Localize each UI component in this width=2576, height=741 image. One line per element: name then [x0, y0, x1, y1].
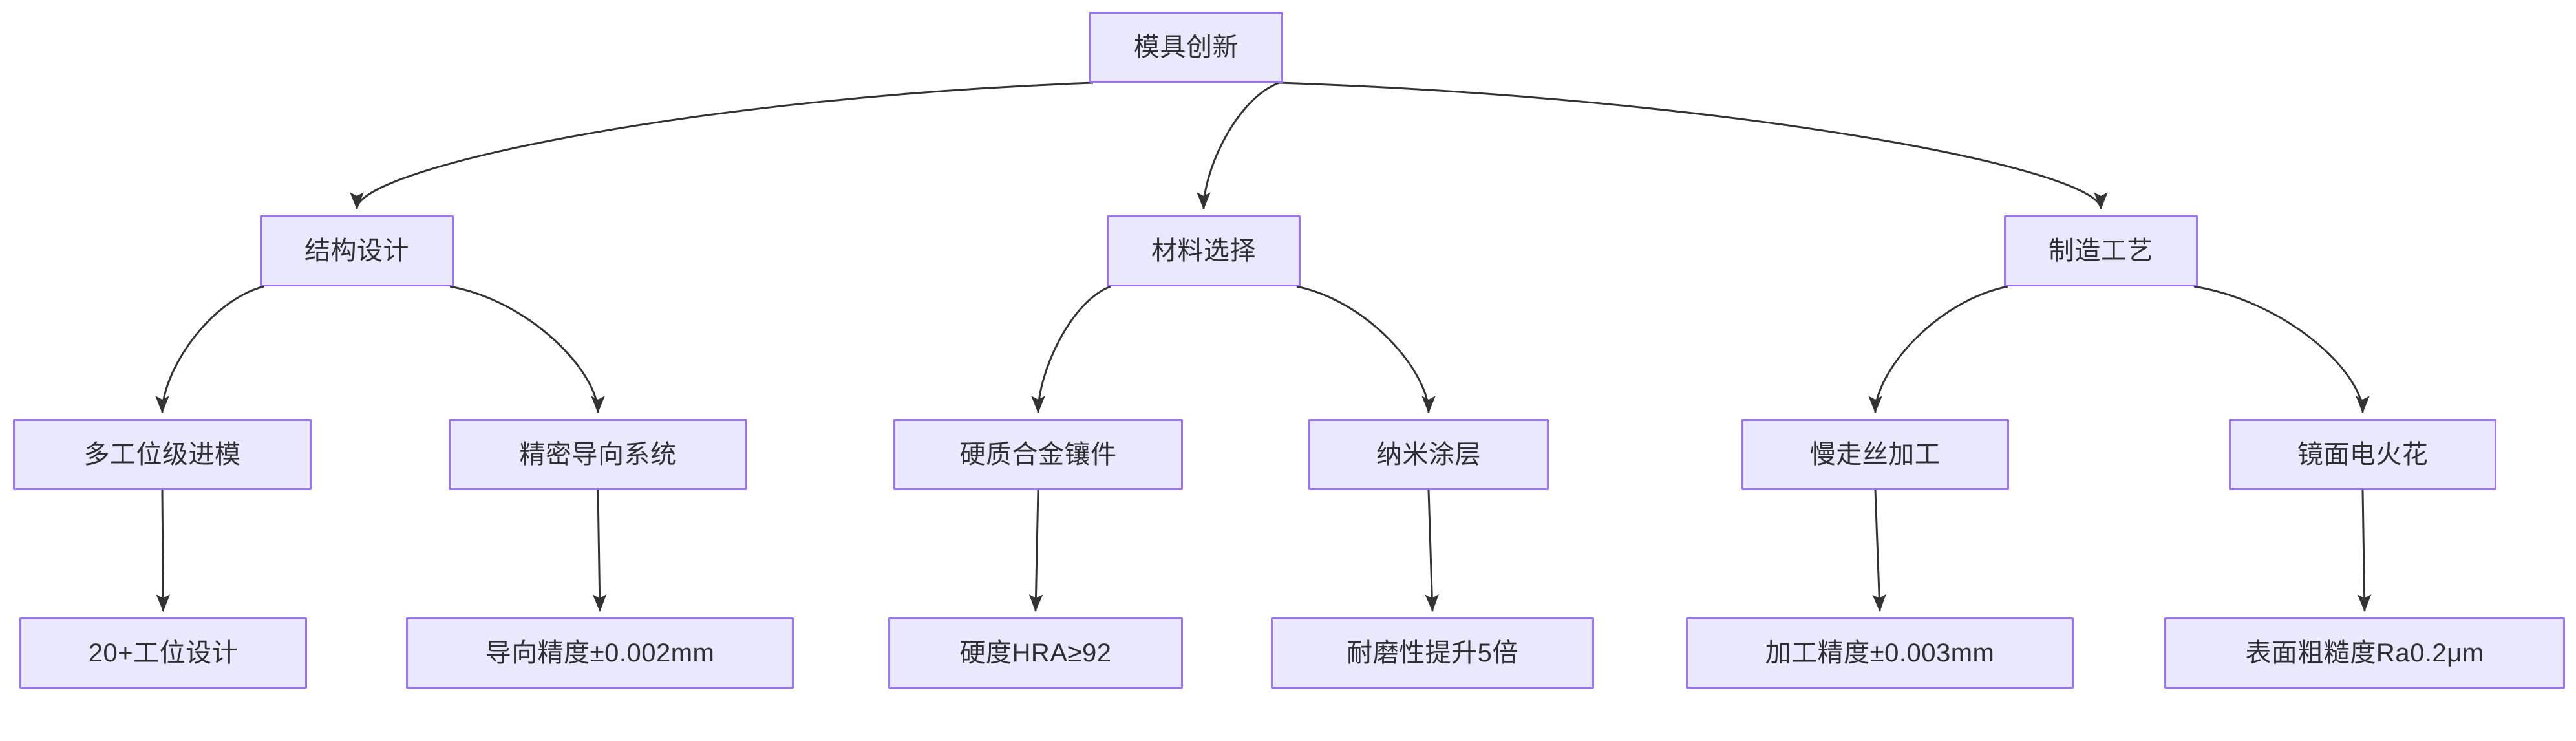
flowchart-node-l3f[interactable]: 表面粗糙度Ra0.2μm [2164, 618, 2565, 689]
flowchart-node-label: 多工位级进模 [83, 440, 241, 469]
flowchart-node-label: 硬度HRA≥92 [959, 639, 1112, 667]
flowchart-node-label: 表面粗糙度Ra0.2μm [2245, 639, 2484, 667]
flowchart-edge-l1c-to-l2f [2193, 285, 2370, 414]
flowchart-edge-l2f-to-l3f [2357, 489, 2372, 612]
flowchart-edge-l2d-to-l3d [1425, 489, 1439, 612]
flowchart-node-label: 耐磨性提升5倍 [1347, 639, 1518, 667]
flowchart-node-label: 20+工位设计 [88, 639, 239, 667]
flowchart-node-l3c[interactable]: 硬度HRA≥92 [888, 618, 1183, 689]
flowchart-node-label: 精密导向系统 [519, 440, 677, 469]
flowchart-node-label: 纳米涂层 [1376, 440, 1481, 469]
flowchart-node-label: 模具创新 [1134, 33, 1239, 61]
flowchart-edge-l2e-to-l3e [1872, 489, 1886, 612]
flowchart-edge-l1a-to-l2b [449, 285, 605, 414]
flowchart-node-l2b[interactable]: 精密导向系统 [449, 419, 747, 490]
flowchart-edge-l1a-to-l2a [155, 285, 264, 414]
flowchart-node-l1c[interactable]: 制造工艺 [2004, 215, 2198, 286]
flowchart-node-label: 结构设计 [304, 237, 409, 265]
flowchart-node-root[interactable]: 模具创新 [1089, 12, 1283, 83]
flowchart-node-l2c[interactable]: 硬质合金镶件 [893, 419, 1183, 490]
flowchart-node-label: 导向精度±0.002mm [485, 639, 715, 667]
flowchart-edge-l1b-to-l2d [1296, 285, 1436, 414]
edge-paths [155, 81, 2372, 612]
flowchart-edge-root-to-l1c [1279, 81, 2108, 210]
flowchart-edge-l2c-to-l3c [1028, 489, 1043, 612]
flowchart-node-l3e[interactable]: 加工精度±0.003mm [1686, 618, 2074, 689]
flowchart-node-l3b[interactable]: 导向精度±0.002mm [406, 618, 794, 689]
flowchart-node-label: 慢走丝加工 [1809, 440, 1941, 469]
flowchart-node-l3a[interactable]: 20+工位设计 [19, 618, 307, 689]
flowchart-node-l2d[interactable]: 纳米涂层 [1308, 419, 1549, 490]
flowchart-edge-root-to-l1b [1197, 81, 1280, 210]
flowchart-node-l2f[interactable]: 镜面电火花 [2229, 419, 2496, 490]
flowchart-node-label: 加工精度±0.003mm [1765, 639, 1995, 667]
flowchart-node-label: 硬质合金镶件 [959, 440, 1117, 469]
flowchart-node-l1b[interactable]: 材料选择 [1107, 215, 1301, 286]
flowchart-node-l1a[interactable]: 结构设计 [260, 215, 454, 286]
flowchart-edge-l2b-to-l3b [592, 489, 607, 612]
flowchart-node-l3d[interactable]: 耐磨性提升5倍 [1271, 618, 1594, 689]
flowchart-node-label: 材料选择 [1151, 237, 1256, 265]
flowchart-edge-l2a-to-l3a [156, 489, 171, 612]
flowchart-node-label: 镜面电火花 [2297, 440, 2429, 469]
flowchart-edge-root-to-l1a [350, 81, 1094, 210]
flowchart-node-l2e[interactable]: 慢走丝加工 [1741, 419, 2009, 490]
flowchart-edge-l1b-to-l2c [1031, 285, 1111, 414]
flowchart-node-label: 制造工艺 [2049, 237, 2153, 265]
flowchart-edge-l1c-to-l2e [1868, 285, 2008, 414]
flowchart-node-l2a[interactable]: 多工位级进模 [13, 419, 312, 490]
